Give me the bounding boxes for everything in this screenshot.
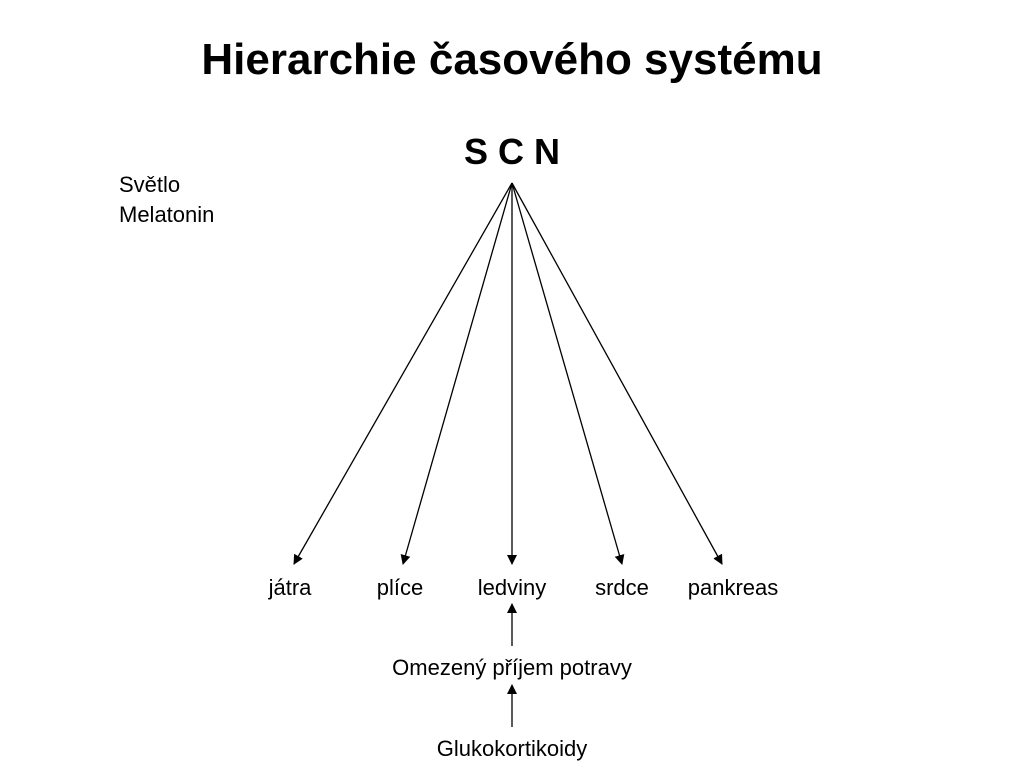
target-plice: plíce [376, 575, 424, 600]
target-jatra: játra [268, 575, 312, 600]
target-ledviny: ledviny [477, 575, 547, 600]
side-inputs: Světlo Melatonin [119, 170, 214, 230]
scn-node: S C N [463, 131, 560, 172]
side-input-melatonin: Melatonin [119, 202, 215, 227]
arrow-scn-to-srdce [511, 182, 625, 565]
slide-title: Hierarchie časového systému [201, 35, 823, 84]
target-pankreas: pankreas [687, 575, 779, 600]
target-srdce: srdce [595, 575, 649, 600]
arrow-scn-to-jatra [293, 182, 513, 565]
factor-food-restriction: Omezený příjem potravy [392, 655, 632, 680]
arrow-scn-to-plice [400, 182, 513, 565]
factor-glucocorticoids: Glukokortikoidy [436, 736, 588, 761]
arrow-scn-to-pankreas [511, 182, 723, 565]
side-input-light: Světlo [119, 172, 181, 197]
